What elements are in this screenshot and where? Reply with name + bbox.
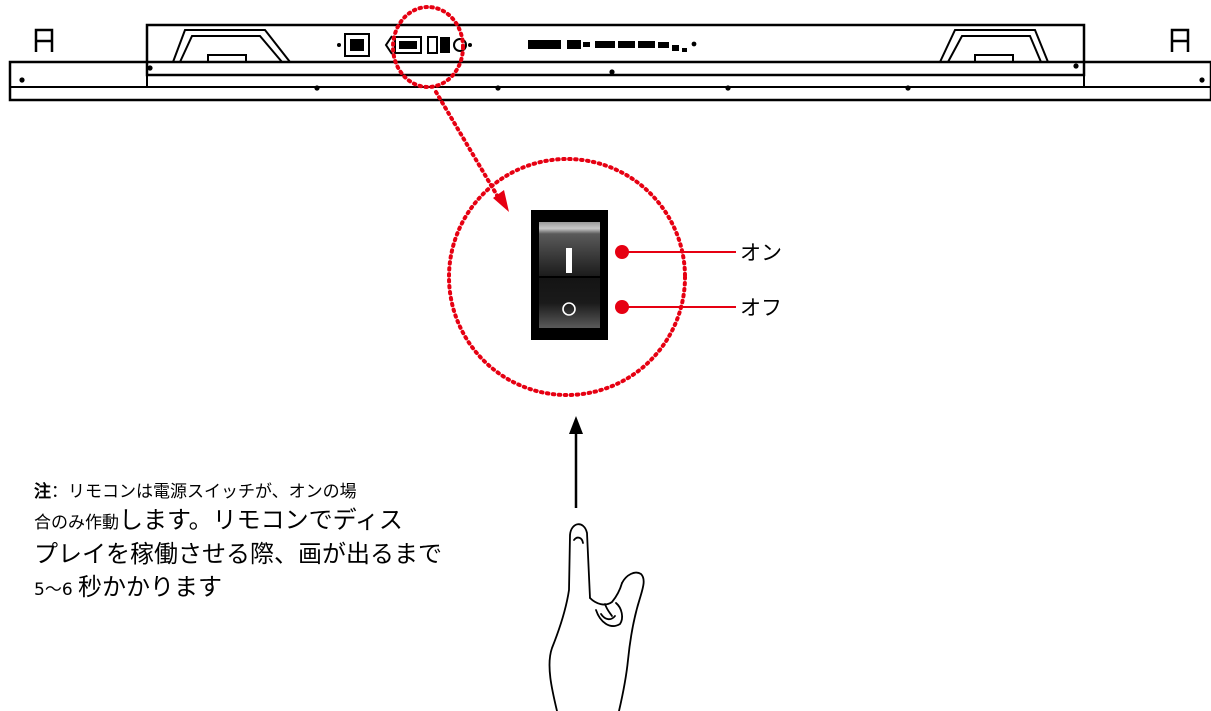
note-line-4-text: 秒かかります: [78, 572, 223, 601]
note-line-4: 5～6 秒かかります: [34, 571, 524, 604]
on-label: オン: [740, 241, 782, 265]
off-symbol: [562, 302, 576, 316]
off-callout: [615, 300, 736, 314]
note-line-1-text: リモコンは電源スイッチが、オンの場: [68, 482, 357, 502]
leader-line: [434, 90, 500, 199]
power-inlet-icon: [337, 33, 422, 57]
small-switch-icon: [427, 36, 472, 54]
up-arrow: [569, 416, 583, 508]
note-line-2-big: します。リモコンでディス: [119, 506, 403, 535]
note-text: 注：リモコンは電源スイッチが、オンの場 合のみ作動します。リモコンでディス プレ…: [34, 481, 524, 604]
on-callout: [615, 245, 736, 259]
left-foot: [34, 28, 54, 52]
right-handle: [939, 29, 1049, 63]
hand-icon: [548, 523, 645, 711]
note-line-2-small: 合のみ作動: [34, 513, 119, 534]
note-line-2: 合のみ作動します。リモコンでディス: [34, 504, 524, 537]
note-prefix: 注: [34, 482, 51, 502]
leader-arrowhead: [493, 190, 509, 212]
rocker-switch: [531, 210, 608, 340]
note-line-3: プレイを稼働させる際、画が出るまで: [34, 539, 442, 568]
io-ports-icon: [528, 40, 697, 52]
highlight-circle-small: [391, 5, 465, 89]
on-symbol: [566, 248, 572, 273]
panel-screws: [19, 63, 1205, 91]
note-line-4-num: 5～6: [34, 579, 79, 600]
left-handle: [172, 29, 291, 63]
off-label: オフ: [740, 296, 782, 320]
note-line-1: 注：リモコンは電源スイッチが、オンの場: [34, 481, 524, 504]
highlight-circle-large: [447, 157, 687, 397]
note-colon: ：: [51, 482, 68, 502]
right-foot: [1170, 28, 1190, 52]
display-bottom-panel: [8, 23, 1211, 102]
